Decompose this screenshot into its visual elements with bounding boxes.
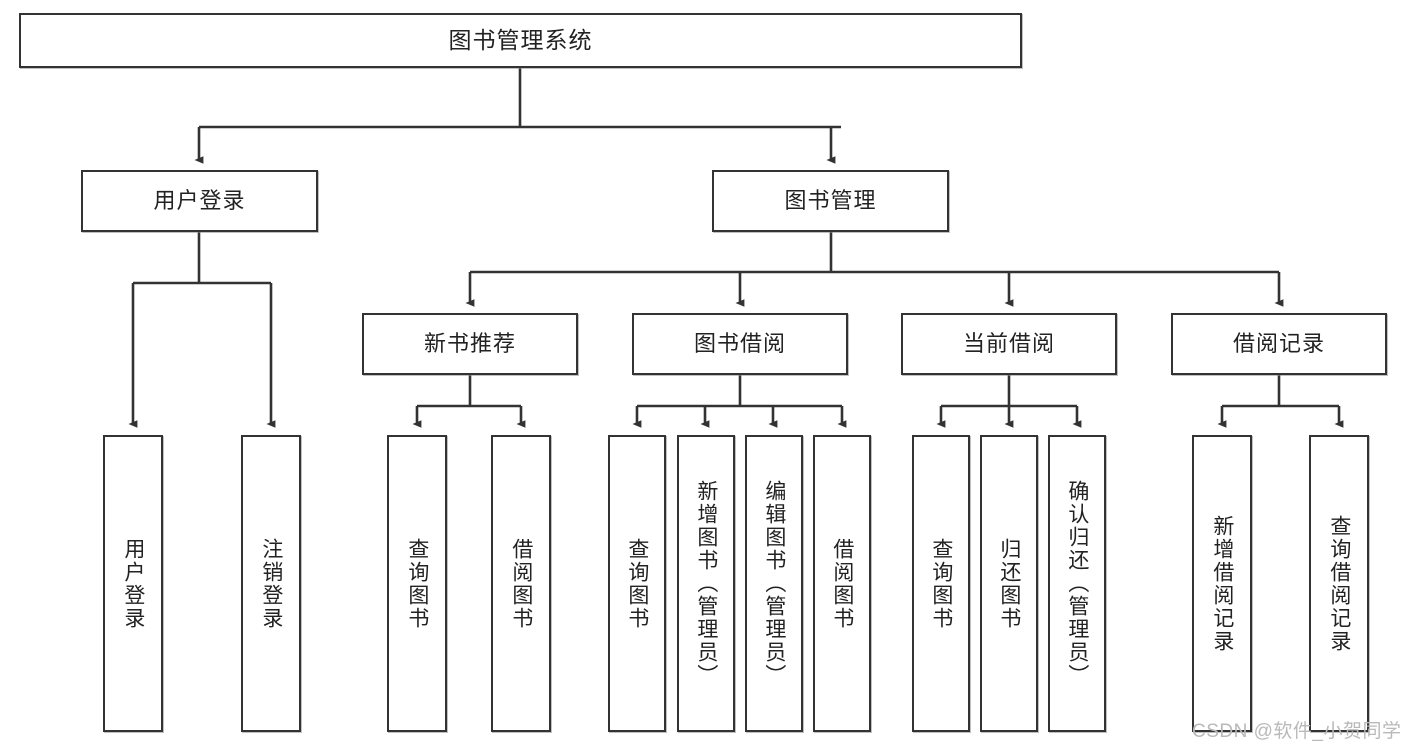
leaf-add-borrow-record[interactable]: 新增借阅记录 [1192, 435, 1252, 732]
node-current-borrow[interactable]: 当前借阅 [901, 313, 1117, 375]
leaf-logout[interactable]: 注销登录 [241, 435, 301, 732]
node-root-system[interactable]: 图书管理系统 [19, 13, 1022, 68]
node-user-login[interactable]: 用户登录 [81, 170, 318, 232]
leaf-query-book-borrow[interactable]: 查询图书 [608, 435, 666, 732]
leaf-user-login[interactable]: 用户登录 [103, 435, 163, 732]
leaf-query-book-recommend[interactable]: 查询图书 [387, 435, 447, 732]
node-book-management[interactable]: 图书管理 [712, 170, 949, 232]
csdn-watermark: CSDN @软件_小贺同学 [1192, 721, 1402, 742]
leaf-add-book-admin[interactable]: 新增图书（管理员） [677, 435, 735, 732]
leaf-confirm-return-admin[interactable]: 确认归还（管理员） [1048, 435, 1106, 732]
node-book-borrow[interactable]: 图书借阅 [632, 313, 848, 375]
leaf-borrow-book[interactable]: 借阅图书 [813, 435, 871, 732]
leaf-borrow-book-recommend[interactable]: 借阅图书 [491, 435, 551, 732]
leaf-query-borrow-record[interactable]: 查询借阅记录 [1309, 435, 1369, 732]
node-new-book-recommend[interactable]: 新书推荐 [362, 313, 578, 375]
leaf-return-book[interactable]: 归还图书 [980, 435, 1038, 732]
node-borrow-record[interactable]: 借阅记录 [1171, 313, 1387, 375]
leaf-query-book-current[interactable]: 查询图书 [912, 435, 970, 732]
leaf-edit-book-admin[interactable]: 编辑图书（管理员） [745, 435, 803, 732]
